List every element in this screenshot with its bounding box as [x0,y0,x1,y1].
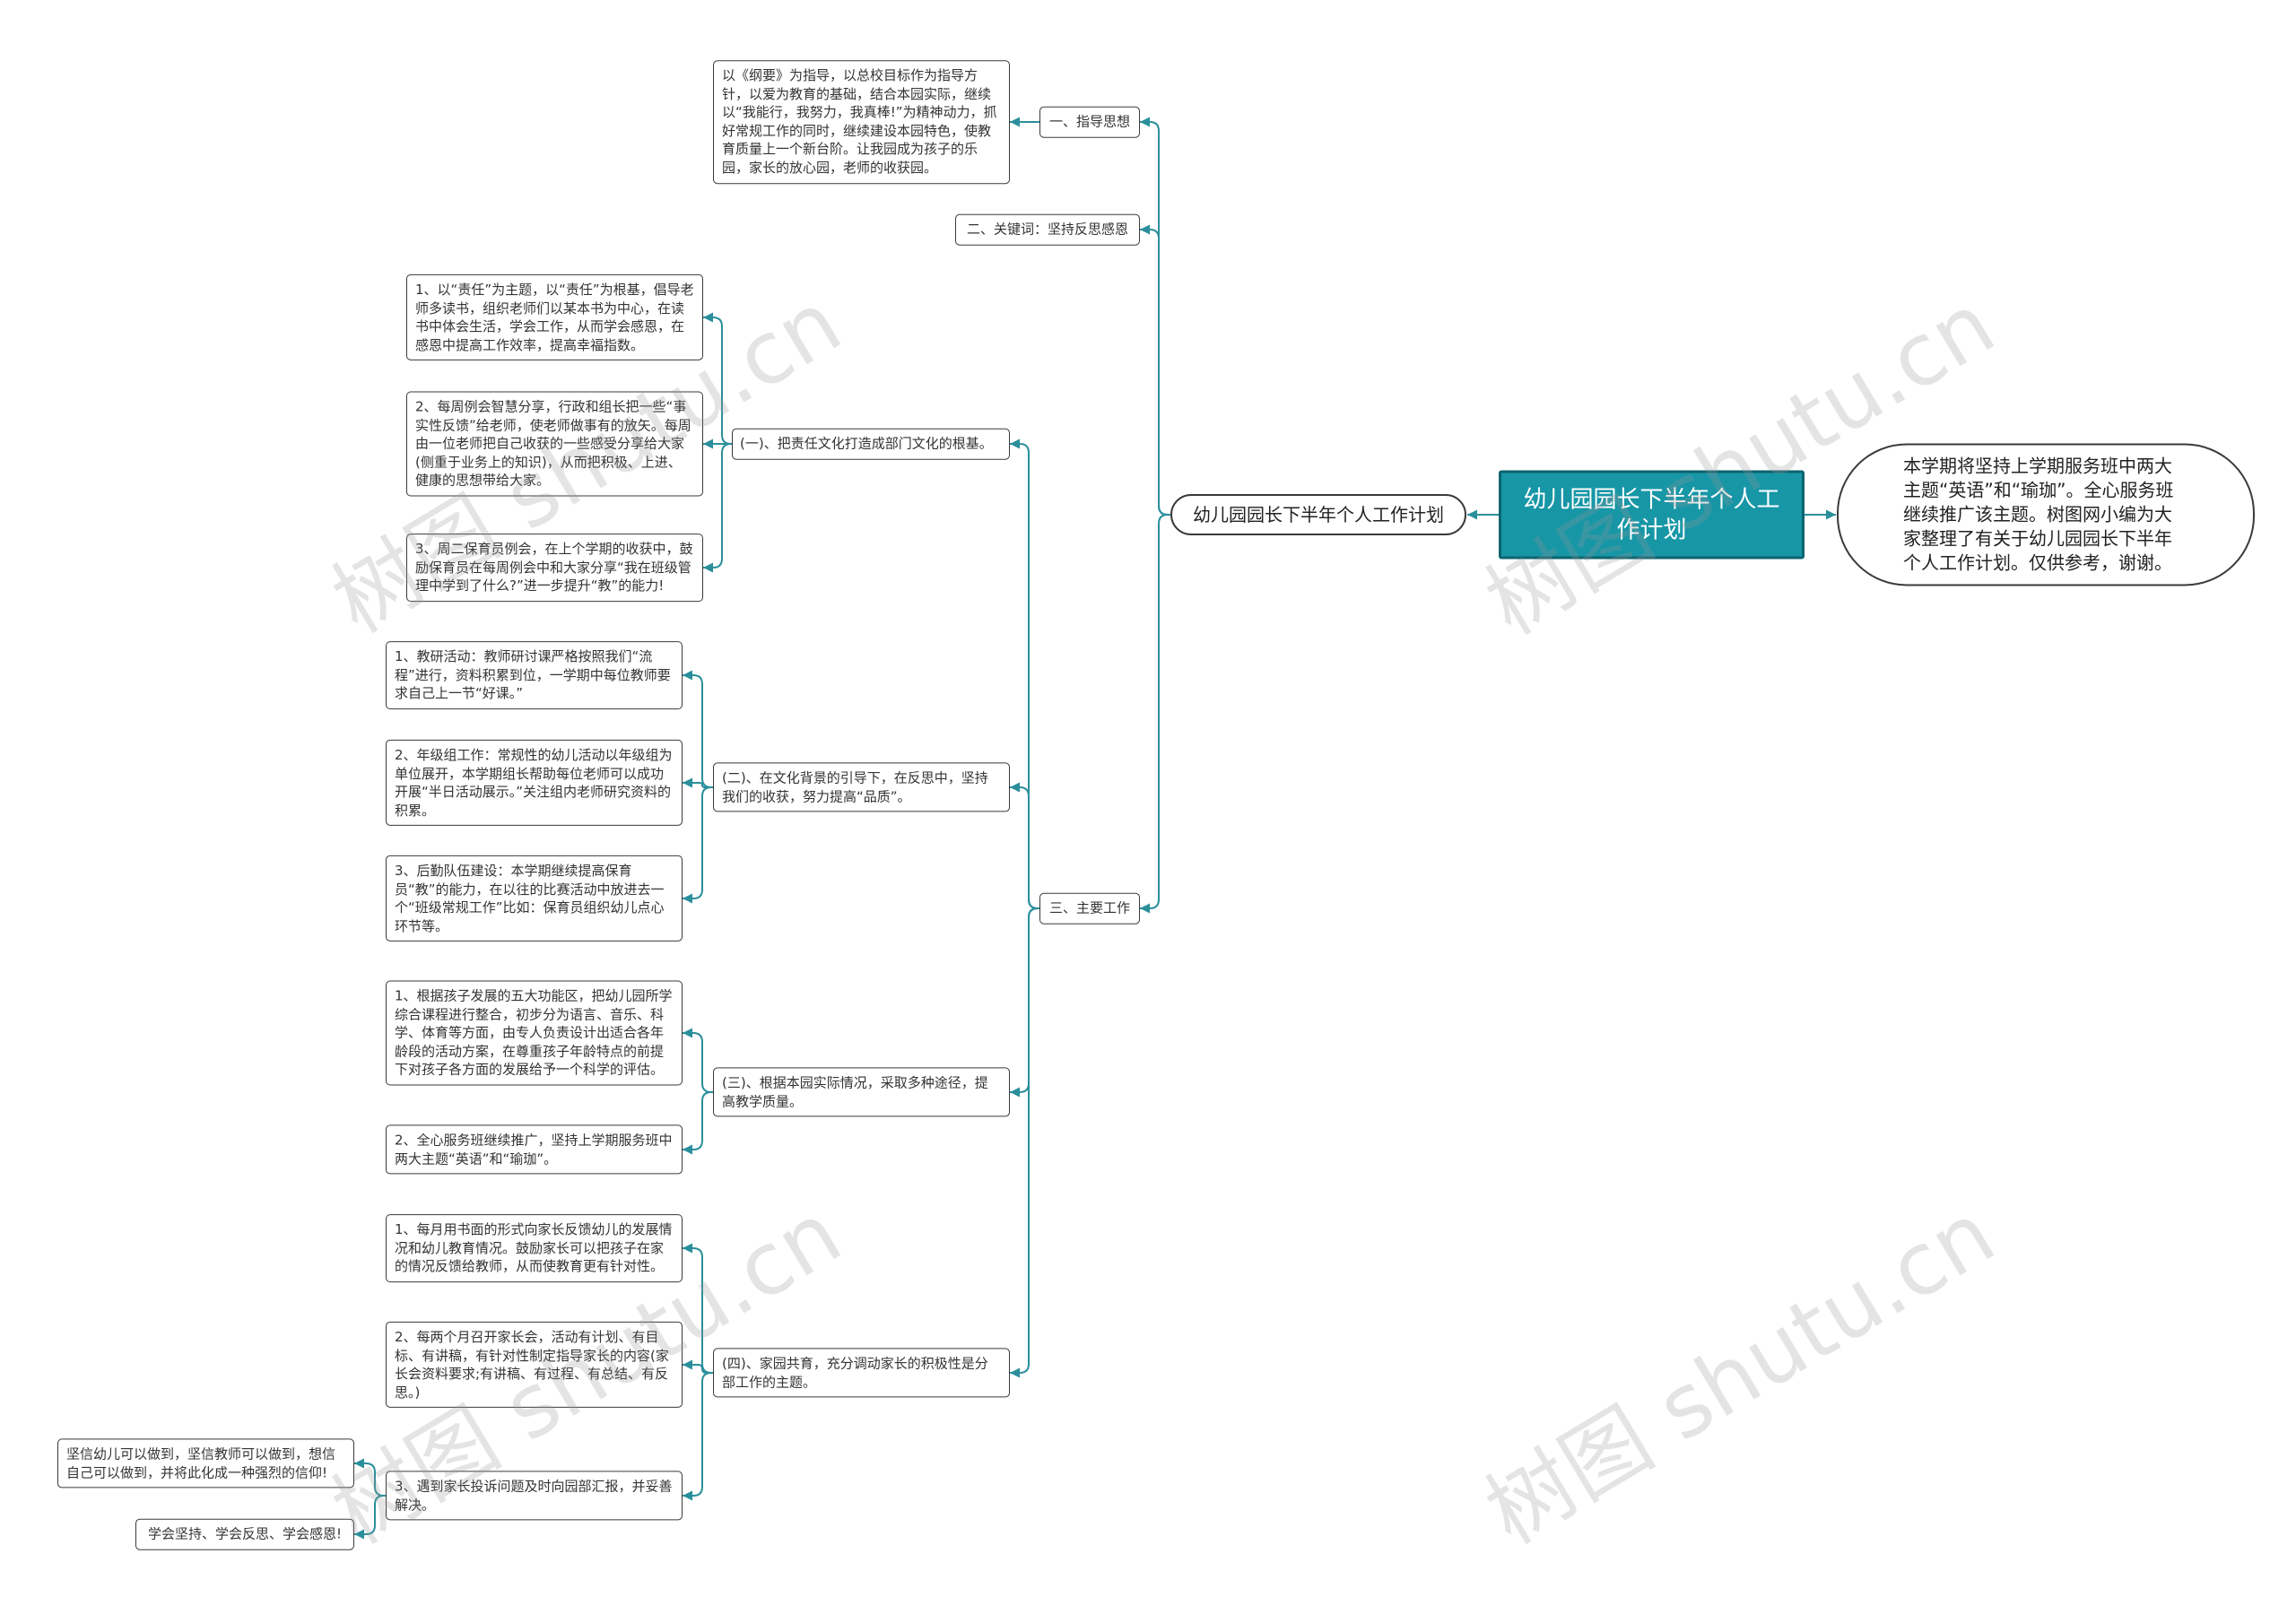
work-item-4-child-3-sub-2: 学会坚持、学会反思、学会感恩! [135,1518,354,1550]
connector-branch-keywords [1140,224,1170,516]
work-item-2-child-3: 3、后勤队伍建设：本学期继续提高保育员“教”的能力，在以往的比赛活动中放进去一个… [386,855,683,942]
section-keywords: 二、关键词：坚持反思感恩 [955,213,1140,246]
work-item-3: (三)、根据本园实际情况，采取多种途径，提高教学质量。 [713,1067,1010,1117]
work-item-1-child-2: 2、每周例会智慧分享，行政和组长把一些“事实性反馈”给老师，使老师做事有的放矢。… [406,391,703,497]
connector-item1-child3 [703,443,732,573]
connector-branch-guiding [1140,117,1170,516]
connector-branch-mainwork [1140,514,1170,914]
connector-mainwork-item1 [1010,438,1039,909]
summary-node: 本学期将坚持上学期服务班中两大主题“英语”和“瑜珈”。全心服务班继续推广该主题。… [1837,443,2255,586]
connector-child3-sub2 [354,1495,386,1540]
section-guiding-ideology: 一、指导思想 [1039,106,1140,138]
connector-item3-child2 [683,1091,713,1155]
connector-mainwork-item4 [1010,907,1039,1378]
connector-mainwork-item2 [1010,782,1039,909]
work-item-2: (二)、在文化背景的引导下，在反思中，坚持我们的收获，努力提高“品质”。 [713,762,1010,812]
connector-item4-child2 [683,1359,713,1374]
connector-item4-child3 [683,1372,713,1501]
main-branch-node: 幼儿园园长下半年个人工作计划 [1170,494,1466,535]
work-item-2-child-2: 2、年级组工作：常规性的幼儿活动以年级组为单位展开，本学期组长帮助每位老师可以成… [386,739,683,827]
work-item-4-child-3: 3、遇到家长投诉问题及时向园部汇报，并妥善解决。 [386,1471,683,1521]
work-item-3-child-2: 2、全心服务班继续推广，坚持上学期服务班中两大主题“英语”和“瑜珈”。 [386,1124,683,1175]
work-item-1: (一)、把责任文化打造成部门文化的根基。 [732,428,1010,460]
connector-item2-child2 [683,777,713,788]
work-item-4-child-3-sub-1: 坚信幼儿可以做到，坚信教师可以做到，想信自己可以做到，并将此化成一种强烈的信仰! [57,1438,354,1489]
work-item-1-child-3: 3、周二保育员例会，在上个学期的收获中，鼓励保育员在每周例会中和大家分享“我在班… [406,534,703,602]
connector-item2-child3 [683,786,713,904]
connector-item2-child1 [683,670,713,788]
work-item-1-child-1: 1、以“责任”为主题，以“责任”为根基，倡导老师多读书，组织老师们以某本书为中心… [406,273,703,361]
connector-item4-child1 [683,1243,713,1374]
work-item-4-child-1: 1、每月用书面的形式向家长反馈幼儿的发展情况和幼儿教育情况。鼓励家长可以把孩子在… [386,1214,683,1282]
work-item-4: (四)、家园共育，充分调动家长的积极性是分部工作的主题。 [713,1348,1010,1398]
connector-group [354,117,1836,1540]
central-topic: 幼儿园园长下半年个人工作计划 [1499,470,1805,560]
connector-item1-child1 [703,312,732,445]
work-item-4-child-2: 2、每两个月召开家长会，活动有计划、有目标、有讲稿，有针对性制定指导家长的内容(… [386,1321,683,1409]
work-item-3-child-1: 1、根据孩子发展的五大功能区，把幼儿园所学综合课程进行整合，初步分为语言、音乐、… [386,980,683,1086]
connector-mainwork-item3 [1010,907,1039,1098]
section-main-work: 三、主要工作 [1039,892,1140,924]
work-item-2-child-1: 1、教研活动：教师研讨课严格按照我们“流程”进行，资料积累到位，一学期中每位教师… [386,641,683,709]
guiding-ideology-detail: 以《纲要》为指导，以总校目标作为指导方针，以爱为教育的基础，结合本园实际，继续以… [713,60,1010,184]
connector-child3-sub1 [354,1458,386,1497]
connector-item3-child1 [683,1028,713,1093]
